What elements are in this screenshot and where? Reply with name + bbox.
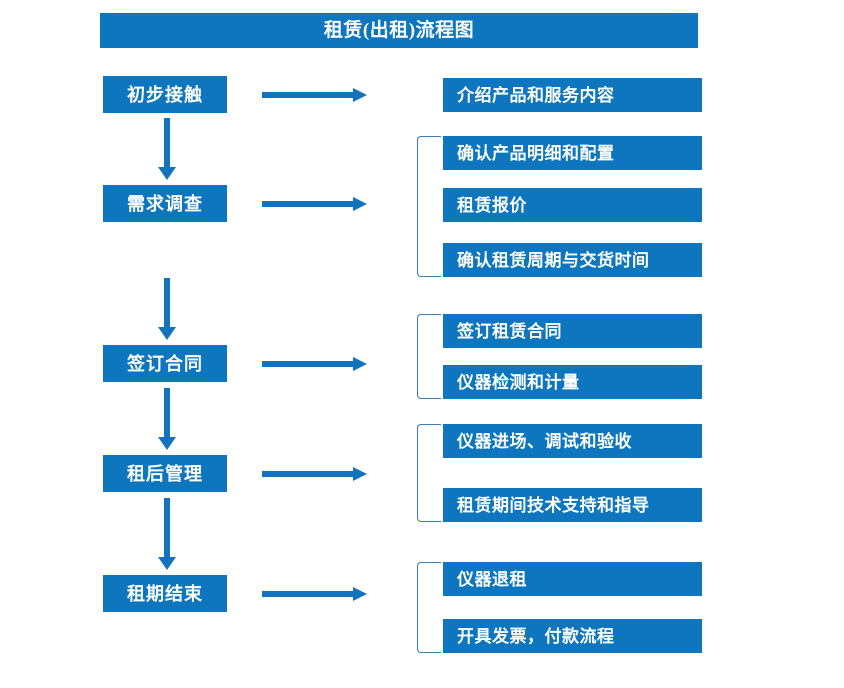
detail-box-instrument-return[interactable]: 仪器退租 bbox=[443, 562, 702, 596]
detail-box-sign-rental-contract[interactable]: 签订租赁合同 bbox=[443, 314, 702, 348]
group-bracket-icon-5 bbox=[417, 562, 441, 653]
stage-box-rental-end[interactable]: 租期结束 bbox=[103, 575, 227, 612]
stage-box-initial-contact[interactable]: 初步接触 bbox=[103, 76, 227, 113]
chart-title: 租赁(出租)流程图 bbox=[100, 13, 698, 48]
stage-box-demand-survey[interactable]: 需求调查 bbox=[103, 185, 227, 222]
arrow-right-icon-5 bbox=[262, 586, 367, 602]
detail-box-rental-quote[interactable]: 租赁报价 bbox=[443, 188, 702, 222]
arrow-down-icon-1 bbox=[158, 118, 176, 180]
arrow-right-icon-4 bbox=[262, 466, 367, 482]
stage-box-post-rental-management[interactable]: 租后管理 bbox=[103, 455, 227, 492]
detail-box-instrument-entry-commissioning[interactable]: 仪器进场、调试和验收 bbox=[443, 424, 702, 458]
arrow-right-icon-3 bbox=[262, 356, 367, 372]
arrow-down-icon-4 bbox=[158, 498, 176, 570]
group-bracket-icon-3 bbox=[417, 314, 441, 399]
detail-box-confirm-product-details[interactable]: 确认产品明细和配置 bbox=[443, 136, 702, 170]
arrow-right-icon-2 bbox=[262, 196, 367, 212]
arrow-down-icon-3 bbox=[158, 388, 176, 450]
group-bracket-icon-4 bbox=[417, 424, 441, 522]
detail-box-invoice-payment[interactable]: 开具发票，付款流程 bbox=[443, 619, 702, 653]
detail-box-technical-support[interactable]: 租赁期间技术支持和指导 bbox=[443, 488, 702, 522]
arrow-right-icon-1 bbox=[262, 87, 367, 103]
arrow-down-icon-2 bbox=[158, 278, 176, 340]
detail-box-confirm-rental-period[interactable]: 确认租赁周期与交货时间 bbox=[443, 243, 702, 277]
detail-box-introduce-products[interactable]: 介绍产品和服务内容 bbox=[443, 78, 702, 112]
stage-box-sign-contract[interactable]: 签订合同 bbox=[103, 345, 227, 382]
detail-box-instrument-inspection[interactable]: 仪器检测和计量 bbox=[443, 365, 702, 399]
group-bracket-icon-2 bbox=[417, 136, 441, 277]
